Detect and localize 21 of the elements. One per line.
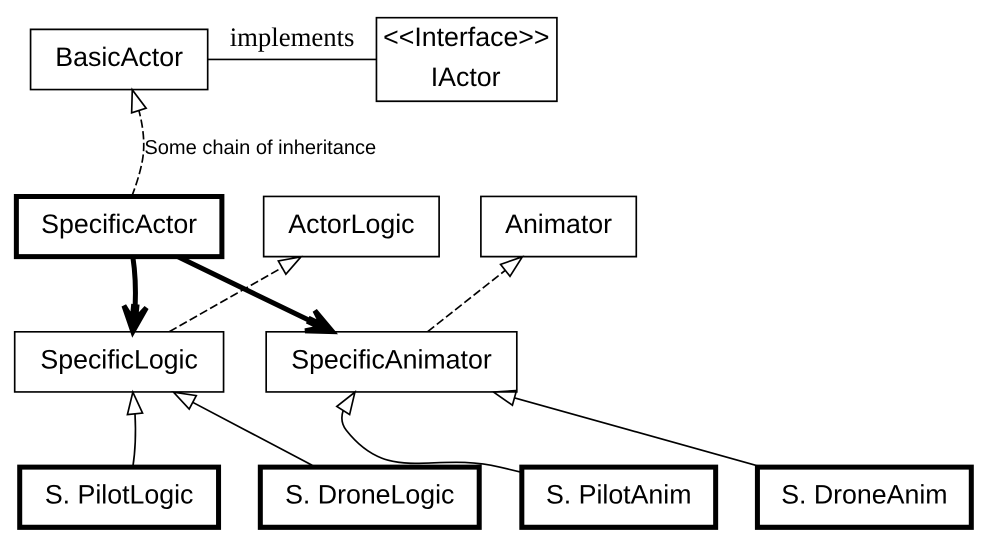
node-box: <<Interface>> IActor (376, 16, 558, 102)
arrow (171, 391, 316, 468)
arrow (335, 390, 522, 474)
node-box: BasicActor (30, 28, 209, 90)
node-box: SpecificActor (14, 194, 224, 260)
connector (208, 58, 376, 60)
node-box: SpecificAnimator (265, 330, 518, 393)
node-box: S. PilotAnim (519, 464, 718, 530)
edge-label: Some chain of inheritance (144, 137, 376, 160)
edge-label: implements (230, 22, 354, 52)
node-box: Animator (480, 196, 638, 258)
node-box: S. DroneLogic (258, 464, 482, 530)
arrow (126, 390, 144, 468)
arrow (130, 87, 148, 197)
node-box: SpecificLogic (14, 330, 224, 393)
node-box: S. DroneAnim (754, 464, 974, 530)
arrow (427, 255, 524, 332)
node-box: ActorLogic (262, 196, 440, 258)
node-box: S. PilotLogic (17, 464, 222, 530)
arrow (169, 256, 304, 332)
arrow (177, 254, 336, 334)
